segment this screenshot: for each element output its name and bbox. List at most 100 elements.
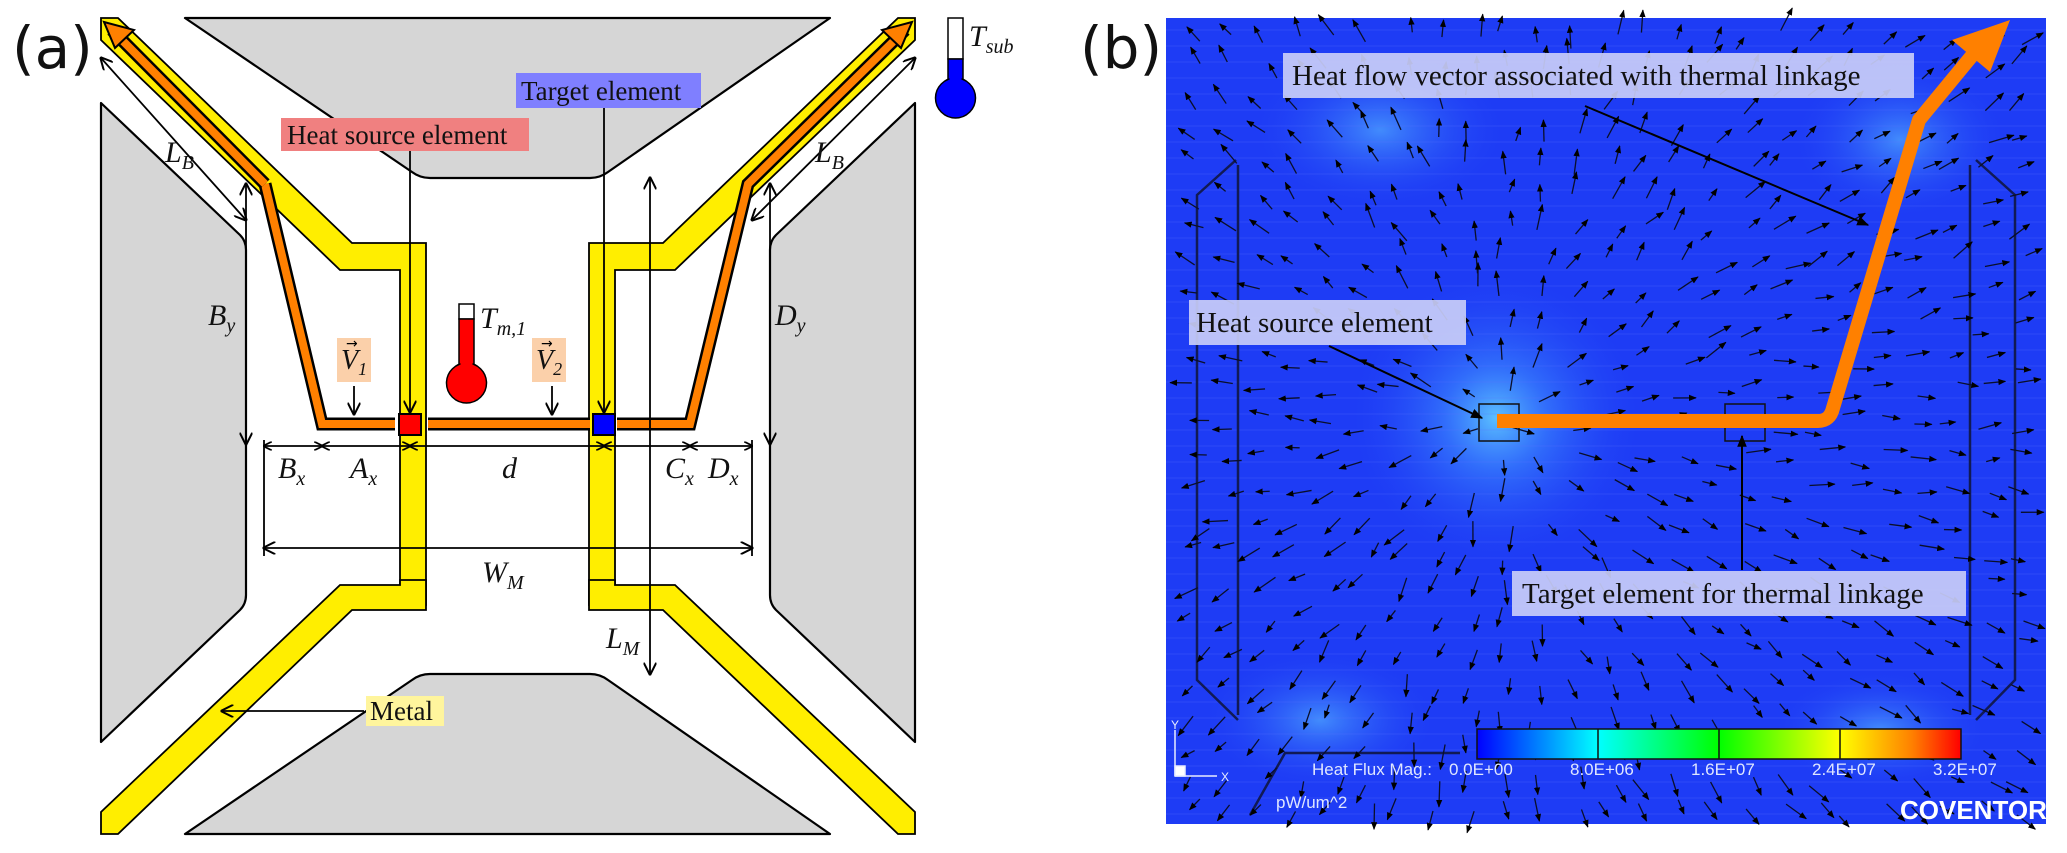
flux-vector xyxy=(1744,560,1763,573)
flux-vector xyxy=(1841,164,1864,173)
flux-vector xyxy=(1913,778,1931,799)
flux-vector xyxy=(1532,553,1542,574)
flux-vector xyxy=(1605,243,1614,258)
flux-vector xyxy=(1938,157,1960,171)
flux-vector xyxy=(1174,587,1199,600)
flux-vector xyxy=(1508,178,1516,193)
flux-vector xyxy=(1460,770,1467,794)
flux-vector xyxy=(1495,607,1503,628)
flux-vector xyxy=(1753,705,1763,719)
flux-vector xyxy=(2021,720,2042,735)
flux-vector xyxy=(1254,488,1270,495)
flux-vector xyxy=(1386,798,1397,821)
flux-vector xyxy=(1180,197,1200,210)
flux-vector xyxy=(1849,282,1862,293)
flux-vector xyxy=(1253,576,1276,593)
flux-vector xyxy=(1714,26,1723,44)
callout-heat-flow-bg xyxy=(1283,53,1914,98)
flux-vector xyxy=(1337,776,1345,795)
heat-arrowhead-right xyxy=(880,20,914,50)
flux-vector xyxy=(1439,19,1447,38)
flux-vector xyxy=(1437,524,1448,543)
flux-vector xyxy=(1256,254,1274,266)
flux-vector xyxy=(1948,87,1971,103)
flux-vector xyxy=(1917,489,1938,496)
flux-vector xyxy=(1390,222,1408,242)
flux-vector xyxy=(1804,430,1822,438)
flux-vector xyxy=(1509,308,1516,328)
heat-glow-top-right xyxy=(1790,60,2010,220)
callout-heat-source: Heat source element xyxy=(1189,300,1484,419)
flux-vector xyxy=(1426,810,1434,831)
callout-heat-source-bg xyxy=(1189,300,1466,345)
flux-vector xyxy=(1674,493,1694,502)
flux-vector xyxy=(1919,544,1945,552)
flux-vector xyxy=(2012,590,2028,598)
flux-vector xyxy=(1769,153,1780,166)
flux-vector xyxy=(1573,280,1589,298)
flux-vector xyxy=(1474,710,1481,728)
flux-vector xyxy=(1566,25,1574,49)
outline-left xyxy=(1195,159,1239,721)
flux-vector xyxy=(1920,307,1942,320)
flux-vector xyxy=(1507,526,1514,553)
substrate-regions xyxy=(99,16,917,836)
callout-heat-flow-text: Heat flow vector associated with thermal… xyxy=(1292,60,1861,92)
panel-b-label: (b) xyxy=(1080,14,1162,82)
flux-vector xyxy=(1849,129,1864,143)
flux-vector xyxy=(1580,649,1594,665)
flux-vector xyxy=(1952,291,1977,299)
flux-vector xyxy=(1462,688,1470,705)
flux-vector xyxy=(1815,294,1835,301)
flux-vector xyxy=(1179,288,1198,295)
vector-v2: V2 → xyxy=(532,336,566,414)
flux-vector xyxy=(1773,430,1799,437)
flux-vector xyxy=(1184,541,1202,549)
flux-vector xyxy=(1217,677,1230,688)
flux-vector xyxy=(1356,384,1378,393)
label-d: d xyxy=(502,452,518,485)
flux-vector xyxy=(1802,669,1815,681)
flux-vector xyxy=(1978,155,1994,168)
flux-vector xyxy=(1605,514,1621,523)
flux-vector xyxy=(1436,551,1446,568)
thermometer-membrane-icon xyxy=(445,303,488,404)
flux-vector xyxy=(1567,352,1587,368)
colorbar-unit: pW/um^2 xyxy=(1276,793,1347,812)
simulation-view: Heat flow vector associated with thermal… xyxy=(1166,7,2047,834)
flux-vector xyxy=(1775,457,1795,464)
flux-vector xyxy=(1773,358,1797,365)
coventor-logo: COVENTOR xyxy=(1900,795,2047,825)
flux-vector xyxy=(1874,130,1891,140)
flux-vector xyxy=(1185,356,1206,364)
flux-vector xyxy=(1806,517,1830,528)
flux-vector xyxy=(1635,292,1647,304)
flux-vector xyxy=(1668,524,1690,534)
flux-vector xyxy=(1408,16,1415,33)
flux-vector xyxy=(1645,211,1664,225)
flux-vector xyxy=(1249,649,1265,663)
flux-vector xyxy=(1808,785,1830,803)
flux-vector xyxy=(1605,656,1612,675)
flux-vector xyxy=(1390,106,1402,131)
colorbar-tick-label: 1.6E+07 xyxy=(1691,760,1755,779)
flux-vector xyxy=(1379,423,1397,431)
flux-vector xyxy=(1493,270,1500,296)
flux-vector xyxy=(1914,641,1935,656)
flux-vector xyxy=(1256,701,1273,714)
flux-vector xyxy=(1918,515,1940,524)
flux-vector xyxy=(1367,144,1379,162)
flux-vector xyxy=(1913,672,1926,686)
flux-vector xyxy=(1681,456,1699,465)
flux-vector xyxy=(1939,419,1957,426)
substrate-bottom xyxy=(183,672,832,836)
flux-vector xyxy=(1536,183,1544,202)
flux-vector xyxy=(2018,290,2037,301)
tag-heat-source: Heat source element xyxy=(281,118,529,412)
flux-vector xyxy=(1677,799,1685,815)
target-element xyxy=(592,413,616,436)
tag-heat-source-bg xyxy=(281,118,529,151)
flux-vector xyxy=(1780,7,1793,31)
flux-vector xyxy=(1781,130,1798,141)
